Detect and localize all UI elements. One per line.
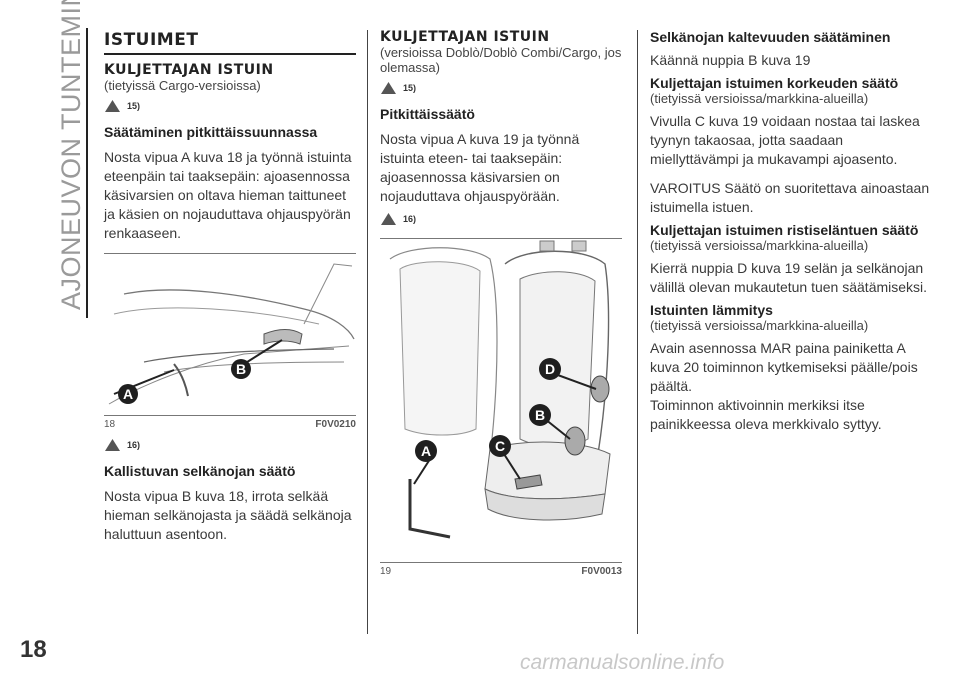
seat-illustration-19: D B C A — [380, 239, 622, 557]
label-badge-c: C — [489, 435, 511, 457]
figure-number: 18 — [104, 419, 116, 430]
column-2: KULJETTAJAN ISTUIN (versioissa Doblò/Dob… — [380, 30, 622, 577]
paragraph-height: Vivulla C kuva 19 voidaan nostaa tai las… — [650, 113, 920, 167]
label-badge-d: D — [539, 358, 561, 380]
note-height: (tietyissä versioissa/markkina-alueilla) — [650, 91, 869, 106]
warning-triangle-icon — [105, 439, 120, 451]
label-badge-b: B — [231, 359, 251, 379]
column-1: ISTUIMET KULJETTAJAN ISTUIN (tietyissä C… — [104, 30, 356, 550]
warning-ref-number: 16) — [127, 440, 141, 450]
label-badge-a: A — [415, 440, 437, 462]
figure-code: F0V0013 — [581, 566, 622, 577]
section-heading: KULJETTAJAN ISTUIN — [104, 62, 274, 78]
seat-illustration-18: A B — [104, 254, 356, 410]
figure-code: F0V0210 — [315, 419, 356, 430]
paragraph-backrest-tilt: Käännä nuppia B kuva 19 — [650, 52, 811, 68]
figure-caption-19: 19 F0V0013 — [380, 566, 622, 577]
page-number: 18 — [20, 636, 47, 663]
svg-text:B: B — [236, 361, 246, 377]
paragraph-longitudinal: Nosta vipua A kuva 19 ja työnnä istuinta… — [380, 131, 580, 204]
svg-text:D: D — [545, 361, 555, 377]
warning-ref: 15) — [380, 81, 622, 95]
warning-ref-number: 15) — [403, 83, 417, 93]
figure-19: D B C A — [380, 238, 622, 563]
paragraph-lumbar: Kierrä nuppia D kuva 19 selän ja selkäno… — [650, 260, 928, 295]
subheading-backrest-tilt: Selkänojan kaltevuuden säätäminen — [650, 29, 891, 45]
paragraph-heating-indicator: Toiminnon aktivoinnin merkiksi itse pain… — [650, 397, 882, 432]
note-lumbar: (tietyissä versioissa/markkina-alueilla) — [650, 238, 869, 253]
figure-number: 19 — [380, 566, 392, 577]
subheading-height: Kuljettajan istuimen korkeuden säätö — [650, 75, 899, 91]
label-badge-b: B — [529, 404, 551, 426]
warning-ref-number: 16) — [403, 214, 417, 224]
figure-caption-18: 18 F0V0210 — [104, 419, 356, 430]
warning-ref: 15) — [104, 99, 356, 113]
column-divider-2 — [637, 30, 638, 634]
subheading-longitudinal: Säätäminen pitkittäissuunnassa — [104, 124, 318, 140]
paragraph-longitudinal: Nosta vipua A kuva 18 ja työnnä istuinta… — [104, 149, 352, 241]
section-note: (versioissa Doblò/Doblò Combi/Cargo, jos… — [380, 45, 622, 75]
watermark: carmanualsonline.info — [520, 651, 725, 674]
subheading-lumbar: Kuljettajan istuimen ristiseläntuen säät… — [650, 222, 919, 238]
figure-18: A B — [104, 253, 356, 416]
note-heating: (tietyissä versioissa/markkina-alueilla) — [650, 318, 869, 333]
paragraph-warning: VAROITUS Säätö on suoritettava ainoastaa… — [650, 180, 930, 215]
sidebar-rule — [86, 28, 88, 318]
subheading-longitudinal: Pitkittäissäätö — [380, 106, 475, 122]
paragraph-backrest: Nosta vipua B kuva 18, irrota selkää hie… — [104, 488, 352, 542]
svg-text:A: A — [123, 386, 133, 402]
warning-ref-2: 16) — [104, 438, 356, 452]
main-heading: ISTUIMET — [104, 30, 356, 55]
warning-triangle-icon — [381, 82, 396, 94]
warning-triangle-icon — [381, 213, 396, 225]
paragraph-heating: Avain asennossa MAR paina painiketta A k… — [650, 340, 918, 394]
column-divider-1 — [367, 30, 368, 634]
svg-text:C: C — [495, 438, 505, 454]
warning-ref-number: 15) — [127, 101, 141, 111]
subheading-heating: Istuinten lämmitys — [650, 302, 773, 318]
label-badge-a: A — [118, 384, 138, 404]
svg-text:A: A — [421, 443, 431, 459]
warning-ref-2: 16) — [380, 212, 622, 226]
section-note: (tietyissä Cargo-versioissa) — [104, 78, 261, 93]
subheading-backrest: Kallistuvan selkänojan säätö — [104, 463, 296, 479]
section-heading: KULJETTAJAN ISTUIN — [380, 29, 550, 45]
warning-triangle-icon — [105, 100, 120, 112]
svg-text:B: B — [535, 407, 545, 423]
column-3: Selkänojan kaltevuuden säätäminen Käännä… — [650, 30, 930, 440]
sidebar-chapter-title-text: AJONEUVON TUNTEMINEN — [56, 0, 86, 310]
